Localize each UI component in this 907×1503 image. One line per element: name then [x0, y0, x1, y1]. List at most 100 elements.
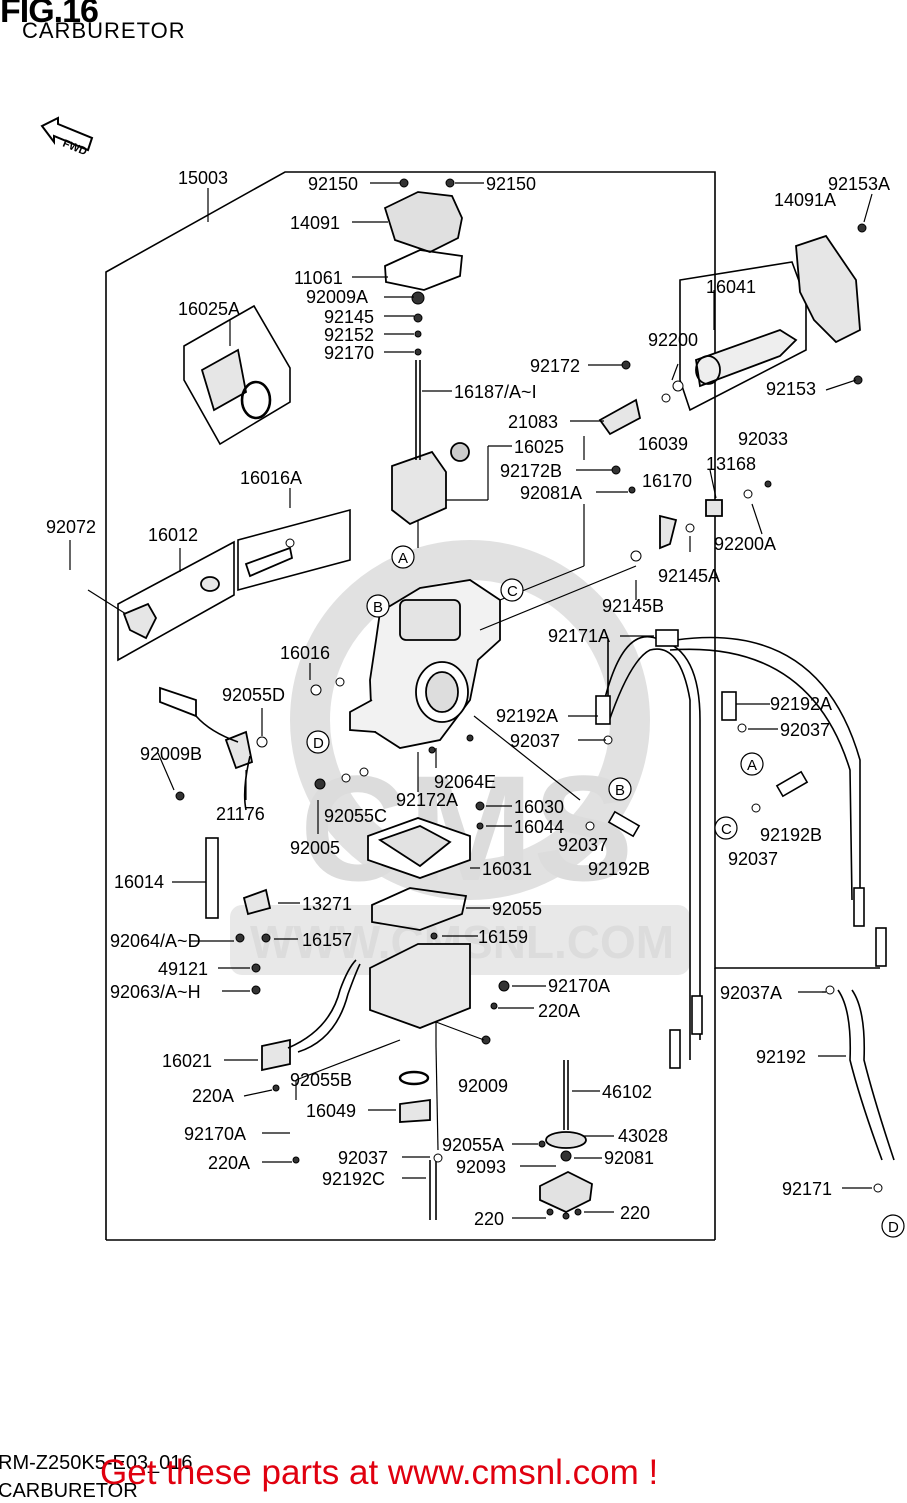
part-label-16012: 16012: [148, 525, 198, 545]
part-label-92170a-b: 92170A: [184, 1124, 246, 1144]
part-label-92145a: 92145A: [658, 566, 720, 586]
svg-text:D: D: [888, 1219, 899, 1236]
part-label-92200a: 92200A: [714, 534, 776, 554]
figure-number: FIG.16: [0, 0, 99, 30]
svg-text:A: A: [747, 757, 757, 774]
part-label-16157: 16157: [302, 930, 352, 950]
part-label-92037-d: 92037: [728, 849, 778, 869]
callout-a-upper: A: [391, 545, 415, 569]
hoses-and-cables: [195, 360, 895, 1220]
part-label-13168: 13168: [706, 454, 756, 474]
part-label-220-left: 220: [474, 1209, 504, 1229]
svg-text:B: B: [373, 599, 383, 616]
part-label-92037a: 92037A: [720, 983, 782, 1003]
part-label-92171a: 92171A: [548, 626, 610, 646]
part-label-92081a: 92081A: [520, 483, 582, 503]
part-label-92172: 92172: [530, 356, 580, 376]
part-label-46102: 46102: [602, 1082, 652, 1102]
part-label-92192a-left: 92192A: [496, 706, 558, 726]
part-label-92192b-mid: 92192B: [588, 859, 650, 879]
promo-link[interactable]: Get these parts at www.cmsnl.com !: [100, 1453, 659, 1492]
assembly-frame: [105, 171, 880, 1241]
part-label-92055c: 92055C: [324, 806, 387, 826]
figure-subtitle: CARBURETOR: [22, 18, 186, 43]
callout-b-lower: B: [608, 777, 632, 801]
part-label-16025: 16025: [514, 437, 564, 457]
footer-subtitle: CARBURETOR: [0, 1480, 138, 1502]
callout-a-lower: A: [740, 752, 764, 776]
part-label-220a-a: 220A: [538, 1001, 580, 1021]
part-label-92170a: 92170A: [548, 976, 610, 996]
part-label-92064-a-d: 92064/A~D: [110, 931, 201, 951]
part-label-21083: 21083: [508, 412, 558, 432]
part-label-92037-e: 92037: [338, 1148, 388, 1168]
part-label-21176: 21176: [216, 804, 265, 824]
callout-d-lower: D: [881, 1214, 905, 1238]
part-label-92055a: 92055A: [442, 1135, 504, 1155]
part-label-16030: 16030: [514, 797, 564, 817]
part-label-16025a: 16025A: [178, 299, 240, 319]
forward-arrow-icon: FWD: [40, 116, 94, 158]
part-label-92081: 92081: [604, 1148, 654, 1168]
part-label-92037-b: 92037: [510, 731, 560, 751]
part-label-92005: 92005: [290, 838, 340, 858]
part-label-92093: 92093: [456, 1157, 506, 1177]
part-label-16014: 16014: [114, 872, 164, 892]
part-label-92033: 92033: [738, 429, 788, 449]
svg-text:A: A: [398, 550, 408, 567]
part-label-92153a: 92153A: [828, 174, 890, 194]
part-label-92171: 92171: [782, 1179, 832, 1199]
svg-text:C: C: [507, 583, 518, 600]
part-label-92037-c: 92037: [558, 835, 608, 855]
part-label-92192a-right: 92192A: [770, 694, 832, 714]
fasteners: [175, 178, 883, 1220]
part-label-92064e: 92064E: [434, 772, 496, 792]
part-label-92009: 92009: [458, 1076, 508, 1096]
part-label-92152: 92152: [324, 325, 374, 345]
part-label-92200: 92200: [648, 330, 698, 350]
diagram-id: RM-Z250K5-E03_016: [0, 1452, 193, 1474]
part-label-16044: 16044: [514, 817, 564, 837]
part-label-16021: 16021: [162, 1051, 212, 1071]
part-label-220a-b: 220A: [192, 1086, 234, 1106]
part-label-92145b: 92145B: [602, 596, 664, 616]
part-label-49121: 49121: [158, 959, 208, 979]
part-label-16041: 16041: [706, 277, 756, 297]
part-label-92150-right: 92150: [486, 174, 536, 194]
callout-c-lower: C: [714, 816, 738, 840]
watermark-brand: CMS: [300, 744, 633, 912]
part-label-15003: 15003: [178, 168, 228, 188]
callout-b-upper: B: [366, 594, 390, 618]
part-label-92055: 92055: [492, 899, 542, 919]
part-label-92009a: 92009A: [306, 287, 368, 307]
part-label-92055b: 92055B: [290, 1070, 352, 1090]
svg-text:C: C: [721, 821, 732, 838]
part-label-92145: 92145: [324, 307, 374, 327]
part-label-92063-a-h: 92063/A~H: [110, 982, 201, 1002]
part-label-14091: 14091: [290, 213, 340, 233]
part-label-16170: 16170: [642, 471, 692, 491]
part-label-16159: 16159: [478, 927, 528, 947]
part-label-92192b-right: 92192B: [760, 825, 822, 845]
part-label-92172b: 92172B: [500, 461, 562, 481]
part-label-14091a: 14091A: [774, 190, 836, 210]
carburetor-body: [122, 191, 861, 1213]
part-label-16031: 16031: [482, 859, 532, 879]
svg-text:B: B: [615, 782, 625, 799]
part-label-92172a: 92172A: [396, 790, 458, 810]
part-label-92072: 92072: [46, 517, 96, 537]
part-label-92170: 92170: [324, 343, 374, 363]
callout-d-upper: D: [306, 730, 330, 754]
part-label-220-right: 220: [620, 1203, 650, 1223]
part-label-92153: 92153: [766, 379, 816, 399]
part-label-16039: 16039: [638, 434, 688, 454]
part-label-13271: 13271: [302, 894, 352, 914]
part-label-92192: 92192: [756, 1047, 806, 1067]
part-label-16049: 16049: [306, 1101, 356, 1121]
part-label-16016: 16016: [280, 643, 330, 663]
part-label-11061: 11061: [294, 268, 343, 288]
part-label-220a-c: 220A: [208, 1153, 250, 1173]
leader-lines: [69, 182, 873, 1219]
part-label-92009b: 92009B: [140, 744, 202, 764]
